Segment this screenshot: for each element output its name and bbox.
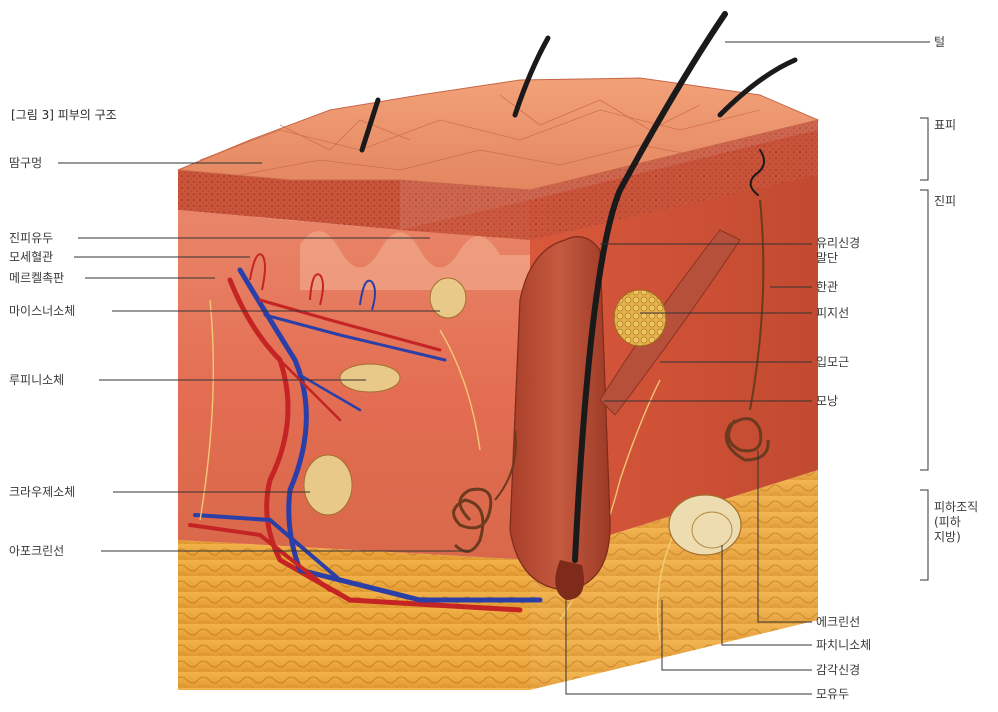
figure-caption: [그림 3] 피부의 구조 bbox=[11, 108, 117, 122]
label-hair: 털 bbox=[934, 35, 945, 49]
label-free-nerve-ending-line2: 말단 bbox=[816, 251, 838, 265]
label-dermis: 진피 bbox=[934, 194, 956, 208]
label-sweat-pore: 땀구멍 bbox=[9, 156, 42, 170]
label-dermal-papilla: 진피유두 bbox=[9, 231, 53, 245]
label-sweat-duct: 한관 bbox=[816, 280, 838, 294]
label-hair-follicle: 모낭 bbox=[816, 394, 838, 408]
label-free-nerve-ending-line1: 유리신경 bbox=[816, 236, 860, 250]
label-krause-bulb: 크라우제소체 bbox=[9, 485, 75, 499]
label-hair-papilla: 모유두 bbox=[816, 687, 849, 701]
label-eccrine-gland: 에크린선 bbox=[816, 615, 860, 629]
label-sebaceous-gland: 피지선 bbox=[816, 306, 849, 320]
label-meissner-corpuscle: 마이스너소체 bbox=[9, 304, 75, 318]
subcutis-layer bbox=[178, 540, 530, 690]
label-subcutis-line2: (피하 bbox=[934, 515, 961, 529]
sebaceous-gland bbox=[614, 290, 666, 346]
label-arrector-pili: 입모근 bbox=[816, 355, 849, 369]
label-pacinian-corpuscle: 파치니소체 bbox=[816, 638, 871, 652]
label-sensory-nerve: 감각신경 bbox=[816, 663, 860, 677]
label-ruffini-corpuscle: 루피니소체 bbox=[9, 373, 64, 387]
label-subcutis-line3: 지방) bbox=[934, 530, 961, 544]
label-capillary: 모세혈관 bbox=[9, 250, 53, 264]
label-subcutis-line1: 피하조직 bbox=[934, 500, 978, 514]
label-apocrine-gland: 아포크린선 bbox=[9, 544, 64, 558]
label-merkel-disc: 메르켈촉판 bbox=[9, 271, 64, 285]
label-epidermis: 표피 bbox=[934, 118, 956, 132]
